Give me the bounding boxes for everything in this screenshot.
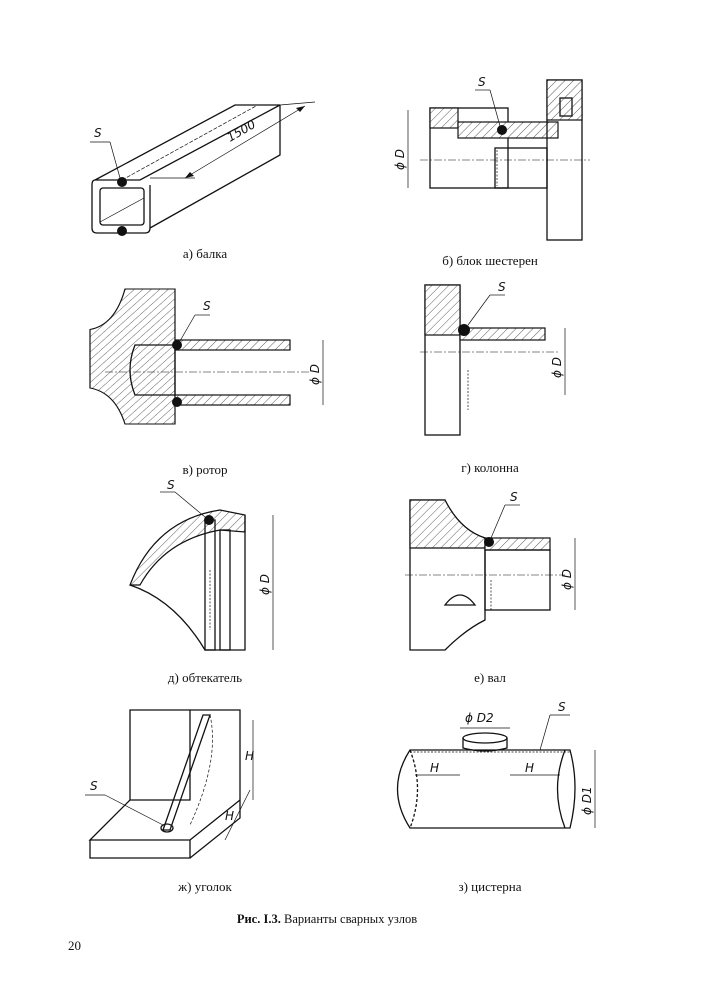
caption-column: г) колонна (461, 460, 519, 475)
weld-label-s: S (94, 126, 102, 140)
figure-title: Рис. I.3. Варианты сварных узлов (237, 912, 417, 927)
dimension-diameter: ϕ D (560, 569, 574, 590)
figure-tank: ϕ D2 S H H ϕ D1 (396, 700, 596, 829)
figure-shaft: S ϕ D (405, 490, 576, 651)
figure-column: S ϕ D (420, 280, 566, 436)
dimension-tank-diameter: ϕ D1 (580, 786, 594, 815)
caption-tank: з) цистерна (458, 879, 522, 894)
weld-label-s: S (478, 75, 486, 89)
figure-number: Рис. I.3. (236, 912, 281, 926)
weld-label-s: S (203, 299, 211, 313)
weld-label-s: S (498, 280, 506, 294)
page-number: 20 (68, 938, 81, 953)
figure-beam: S 1500 (90, 101, 316, 236)
weld-label-s: S (90, 779, 98, 793)
dimension-diameter: ϕ D (550, 357, 564, 378)
dimension-h-right: H (525, 761, 534, 775)
caption-rotor: в) ротор (182, 462, 228, 477)
dimension-diameter: ϕ D (258, 574, 272, 595)
figure-rotor: S ϕ D (89, 288, 324, 425)
weld-label-s: S (510, 490, 518, 504)
caption-fairing: д) обтекатель (167, 670, 243, 685)
figure-fairing: S ϕ D (129, 480, 274, 651)
figure-gear-block: S ϕ D (393, 75, 590, 241)
caption-gear-block: б) блок шестерен (442, 253, 538, 268)
dimension-h-left: H (430, 761, 439, 775)
caption-beam: а) балка (182, 246, 228, 261)
dimension-nozzle-diameter: ϕ D2 (465, 711, 494, 725)
dimension-height: H (245, 749, 254, 763)
dimension-length: 1500 (225, 117, 259, 145)
dimension-diameter: ϕ D (393, 149, 407, 170)
dimension-leg: H (225, 809, 234, 823)
figure-angle: S H H (85, 709, 254, 859)
figure-title-text: Варианты сварных узлов (280, 912, 418, 926)
caption-shaft: е) вал (474, 670, 506, 685)
weld-label-s: S (558, 700, 566, 714)
dimension-diameter: ϕ D (308, 364, 322, 385)
weld-label-s: S (167, 480, 175, 492)
caption-angle: ж) уголок (178, 879, 232, 894)
